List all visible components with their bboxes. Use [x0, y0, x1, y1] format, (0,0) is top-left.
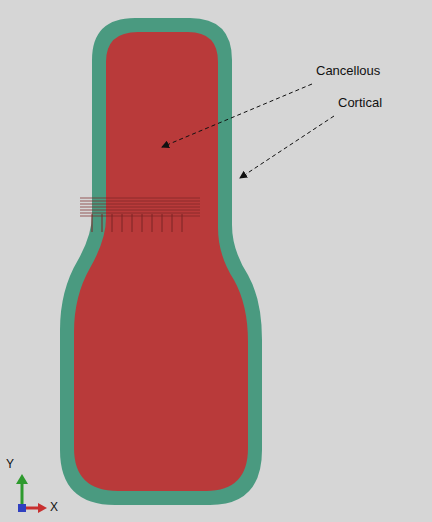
leader-line [240, 116, 334, 178]
leader-line [162, 84, 312, 147]
load-marks [80, 198, 200, 232]
axis-y-head [16, 474, 28, 484]
part-label: Cancellous [316, 64, 380, 78]
axis-label: X [50, 501, 58, 514]
part-label: Cortical [338, 96, 382, 110]
axis-x-head [38, 503, 47, 513]
axis-origin [18, 504, 26, 512]
cancellous-region [74, 32, 248, 491]
axis-label: Y [6, 458, 14, 471]
cortical-layer [60, 18, 262, 505]
